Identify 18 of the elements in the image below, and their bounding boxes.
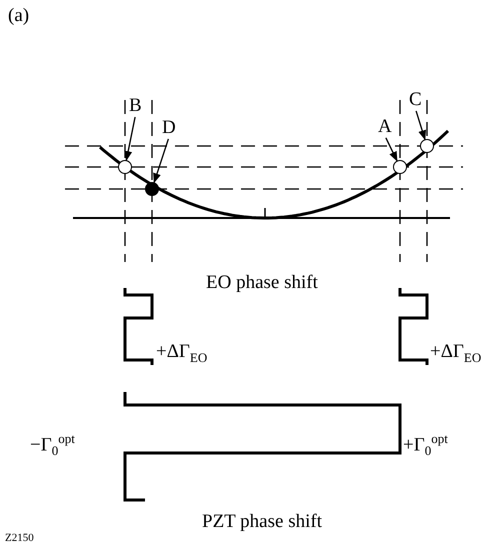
leader-arrow: [385, 138, 398, 162]
open-point-marker: [393, 160, 407, 174]
point-letter: A: [378, 117, 392, 136]
axis-caption: PZT phase shift: [202, 512, 322, 531]
filled-point-marker: [145, 182, 159, 196]
step-value: +ΔΓ$_{EO}$: [430, 342, 482, 364]
point-letter: B: [129, 96, 142, 115]
leader-arrow: [153, 138, 169, 184]
point-letter: D: [162, 118, 176, 137]
leader-arrow: [415, 110, 426, 140]
figure-code: Z2150: [5, 533, 34, 544]
step-value: +ΔΓ$_{EO}$: [156, 342, 208, 364]
leader-arrow: [124, 116, 136, 162]
open-point-marker: [420, 139, 434, 153]
panel-label: (a): [8, 6, 30, 25]
point-letter: C: [409, 90, 422, 109]
open-point-marker: [118, 160, 132, 174]
axis-caption: EO phase shift: [206, 273, 318, 292]
